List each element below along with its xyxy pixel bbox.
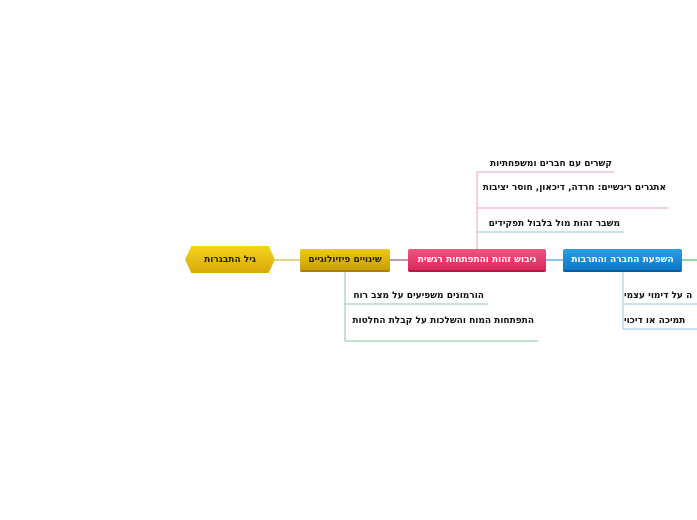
leaf-identity-crisis[interactable]: משבר זהות מול בלבול תפקידים (488, 219, 620, 229)
branch-node-physiological-changes[interactable]: שינויים פיזיולוגיים (300, 249, 390, 272)
identity-leaf-lines (476, 171, 668, 249)
leaf-brain-development[interactable]: התפתחות המוח והשלכות על קבלת החלטות (352, 316, 534, 326)
leaf-support-or-suppression[interactable]: תמיכה או דיכוי (624, 316, 686, 326)
branch-node-label: השפעת החברה והתרבות (571, 254, 674, 265)
leaf-self-image[interactable]: ה על דימוי עצמי (624, 291, 693, 301)
root-node-label: גיל התבגרות (204, 254, 256, 265)
society-leaf-lines (622, 272, 697, 330)
leaf-hormones-mood[interactable]: הורמונים משפיעים על מצב רוח (353, 291, 484, 301)
branch-node-society-culture[interactable]: השפעת החברה והתרבות (563, 249, 682, 272)
branch-node-label: שינויים פיזיולוגיים (308, 254, 382, 265)
branch-node-identity-formation[interactable]: גיבוש זהות והתפתחות רגשית (408, 249, 546, 272)
branch-node-label: גיבוש זהות והתפתחות רגשית (417, 254, 537, 265)
physiological-leaf-lines (344, 272, 538, 342)
root-node-adolescence[interactable]: גיל התבגרות (185, 246, 275, 273)
leaf-friends-family-relations[interactable]: קשרים עם חברים ומשפחתיות (489, 159, 612, 169)
leaf-emotional-challenges[interactable]: אתגרים ריגשיים: חרדה, דיכאון, חוסר יציבו… (482, 183, 666, 193)
